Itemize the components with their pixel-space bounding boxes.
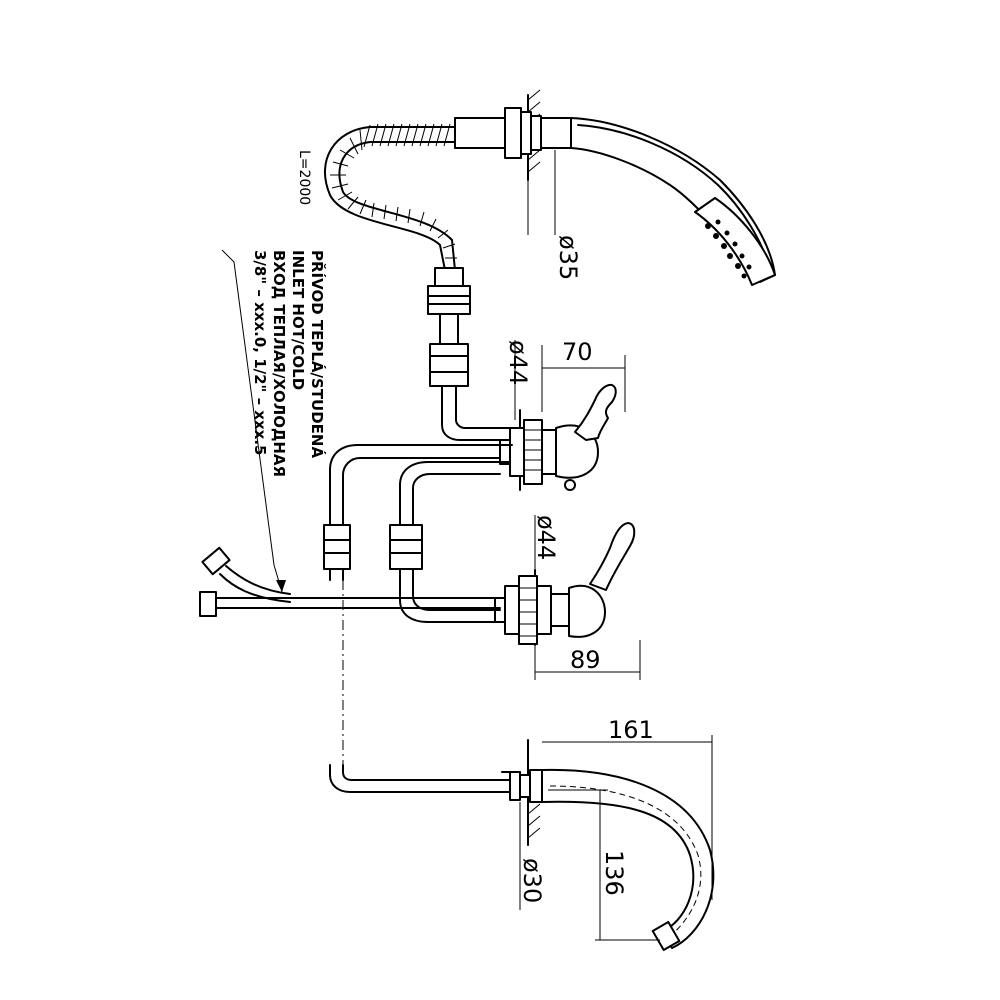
inlet-note-line1: PŘÍVOD TEPLÁ/STUDENÁ — [308, 250, 327, 458]
dimension-spout-projection: 161 — [542, 716, 713, 900]
inlet-connectors — [199, 546, 501, 617]
hose-coils — [330, 123, 457, 259]
hand-shower: ø35 — [454, 89, 776, 286]
dim-valve-top-diameter: ø44 — [504, 340, 532, 385]
valve-bottom — [494, 522, 636, 646]
dimension-spout-diameter: ø30 — [518, 802, 546, 910]
dimension-valve-top: 70 ø44 — [504, 338, 626, 420]
supply-pipes — [323, 444, 513, 623]
inlet-note-line2: INLET HOT/COLD — [289, 250, 307, 390]
shower-connector — [427, 267, 513, 441]
hose-length-label: L=2000 — [296, 150, 312, 205]
spout — [329, 739, 715, 952]
dim-valve-bottom-diameter: ø44 — [532, 515, 560, 560]
dim-spout-height: 136 — [600, 850, 628, 896]
inlet-note: PŘÍVOD TEPLÁ/STUDENÁ INLET HOT/COLD ВХОД… — [221, 249, 327, 593]
dimension-spout-height: 136 — [548, 789, 660, 941]
shower-hose: L=2000 — [296, 123, 457, 271]
dim-spout-diameter: ø30 — [518, 858, 546, 903]
dim-handshower-diameter-label: ø35 — [554, 235, 582, 280]
dim-valve-top-projection: 70 — [562, 338, 593, 366]
inlet-note-line4: 3/8" – xxx.0, 1/2" – xxx.5 — [251, 250, 269, 455]
shower-head-nozzles — [705, 219, 752, 279]
dimension-handshower-diameter: ø35 — [527, 150, 582, 280]
dimension-valve-bottom: 89 ø44 — [532, 515, 641, 680]
dim-spout-projection: 161 — [608, 716, 654, 744]
valve-top — [499, 383, 617, 491]
inlet-note-line3: ВХОД ТЕПЛАЯ/ХОЛОДНАЯ — [270, 250, 288, 477]
dim-valve-bottom-projection: 89 — [570, 646, 601, 674]
